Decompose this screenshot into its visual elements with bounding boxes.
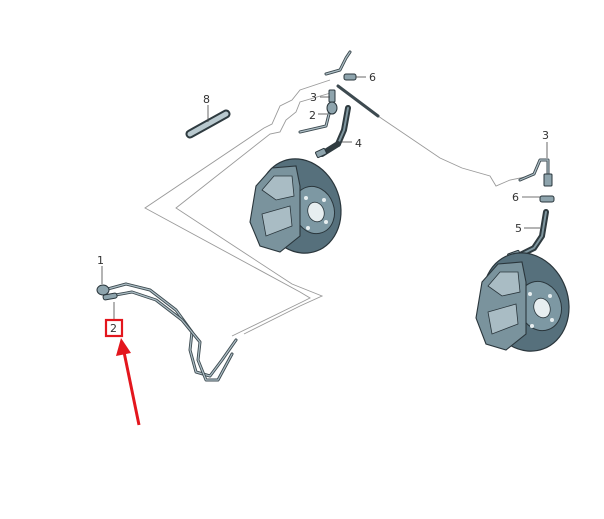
front-brake-assembly-center (249, 158, 342, 254)
body-outline (144, 79, 531, 337)
front-brake-assembly-right (475, 252, 570, 352)
callout-3-top: 3 (310, 91, 317, 104)
brake-pipe-bundle (102, 282, 238, 382)
leader-lines (101, 76, 548, 320)
part-8-sleeve (185, 109, 231, 139)
callout-2-top: 2 (309, 109, 316, 122)
part-2-fitting-left (102, 292, 118, 301)
top-line-assembly (298, 50, 380, 159)
callout-labels: 1 2 2 3 3 4 5 6 6 8 (97, 71, 549, 335)
part-1-union (96, 284, 110, 296)
callout-2-left: 2 (110, 322, 117, 335)
callout-6-right: 6 (512, 191, 519, 204)
callout-3-right: 3 (542, 129, 549, 142)
callout-1: 1 (97, 254, 104, 267)
callout-4: 4 (355, 137, 362, 150)
highlight-annotation (104, 318, 141, 426)
callout-8: 8 (203, 93, 210, 106)
right-line-assembly (507, 158, 555, 261)
highlight-arrow (122, 351, 141, 426)
highlight-box (104, 318, 124, 338)
arrow-head-icon (116, 338, 131, 356)
callout-5: 5 (515, 222, 522, 235)
callout-6-top: 6 (369, 71, 376, 84)
